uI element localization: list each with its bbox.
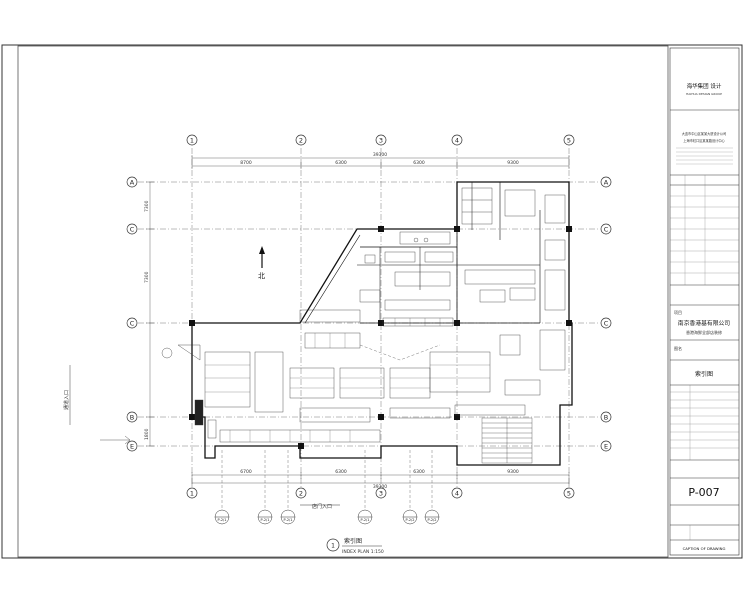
project-name: 南京香港基有限公司	[678, 319, 730, 327]
bottom-dim-2: 6300	[335, 469, 347, 475]
axis-label-c1-left: C	[130, 226, 135, 234]
top-axis-bubbles	[186, 134, 575, 146]
building-walls	[191, 181, 573, 466]
grid-axes	[138, 148, 600, 490]
axis-label-c2-left: C	[130, 320, 135, 328]
bottom-dim-4: 9300	[507, 469, 519, 475]
overall-bottom-dimension: 39300	[373, 484, 387, 490]
left-dim-3: 1800	[144, 428, 150, 440]
north-label: 北	[258, 272, 265, 280]
staircase	[481, 417, 533, 464]
axis-label-4-top: 4	[455, 137, 459, 145]
firm-address-1: 大连市中山区某某大厦设计公司	[682, 131, 727, 136]
axis-label-c1-right: C	[604, 226, 609, 234]
section-marker-5: P-2/2	[406, 518, 415, 522]
firm-sub: HAIHUA DESIGN GROUP	[686, 92, 722, 96]
top-dim-2: 6300	[335, 160, 347, 166]
axis-label-5-top: 5	[567, 137, 571, 145]
drawing-title: 索引图	[344, 537, 362, 545]
axis-label-3-top: 3	[379, 137, 383, 145]
title-block-frame	[669, 47, 740, 556]
circulation-lines	[221, 344, 441, 515]
booth-seating	[204, 309, 566, 443]
axis-label-a-right: A	[604, 179, 609, 187]
axis-label-4-bottom: 4	[455, 490, 459, 498]
firm-address-2: 上海市虹口区某某路设计中心	[683, 138, 725, 143]
side-entrance-label: 通道入口	[63, 390, 70, 410]
axis-label-e-right: E	[604, 443, 608, 451]
entrance-label: 店门入口	[312, 503, 332, 510]
entrance-elements	[100, 344, 217, 445]
bottom-axis-bubbles	[186, 487, 575, 499]
axis-label-c2-right: C	[604, 320, 609, 328]
drawing-frame	[17, 45, 669, 558]
project-label: 项目	[674, 309, 682, 315]
section-marker-2: P-2/1	[261, 518, 270, 522]
section-marker-shapes	[214, 509, 440, 525]
overall-top-dimension: 39300	[373, 152, 387, 158]
top-dim-3: 6300	[413, 160, 425, 166]
drawing-scale: INDEX PLAN 1:150	[342, 549, 384, 555]
title-block-table	[670, 175, 739, 540]
section-marker-6: P-2/2	[428, 518, 437, 522]
top-dim-4: 9300	[507, 160, 519, 166]
left-axis-bubbles	[126, 176, 138, 452]
left-dim-2: 7300	[144, 271, 150, 283]
axis-label-b-right: B	[604, 414, 608, 422]
sheet-border	[1, 44, 743, 559]
axis-label-5-bottom: 5	[567, 490, 571, 498]
firm-name: 海华集团 设计	[687, 82, 722, 90]
drawing-name: 索引图	[695, 370, 713, 378]
section-marker-3: P-2/1	[284, 518, 293, 522]
drawing-name-label: 图名	[674, 345, 682, 351]
right-axis-bubbles	[600, 176, 612, 452]
kitchen-fixtures	[359, 187, 566, 311]
axis-label-1-top: 1	[190, 137, 194, 145]
axis-label-1-bottom: 1	[190, 490, 194, 498]
axis-label-2-top: 2	[299, 137, 303, 145]
firm-address-fine-print	[676, 147, 733, 165]
north-arrow	[259, 246, 265, 268]
section-marker-1: P-2/1	[218, 518, 227, 522]
project-sub: 香港海鲜全部店装修	[686, 329, 722, 335]
axis-label-2-bottom: 2	[299, 490, 303, 498]
bottom-dim-1: 6700	[240, 469, 252, 475]
section-marker-4: P-2/1	[361, 518, 370, 522]
axis-label-3-bottom: 3	[379, 490, 383, 498]
left-dim-1: 7300	[144, 200, 150, 212]
seat-hatches	[205, 318, 490, 442]
drawing-number: P-007	[688, 486, 719, 499]
bottom-dim-3: 6300	[413, 469, 425, 475]
title-circle-number: 1	[331, 543, 335, 550]
title-circle	[326, 538, 340, 552]
axis-label-e-left: E	[130, 443, 134, 451]
title-block-footer: CAPTION OF DRAWING	[683, 546, 726, 551]
top-dim-1: 8700	[240, 160, 252, 166]
top-dimension-lines	[191, 155, 570, 169]
structural-columns	[189, 226, 572, 449]
left-dimension-lines	[146, 181, 154, 447]
bottom-dimension-lines	[191, 472, 570, 486]
axis-label-b-left: B	[130, 414, 134, 422]
axis-label-a-left: A	[130, 179, 135, 187]
